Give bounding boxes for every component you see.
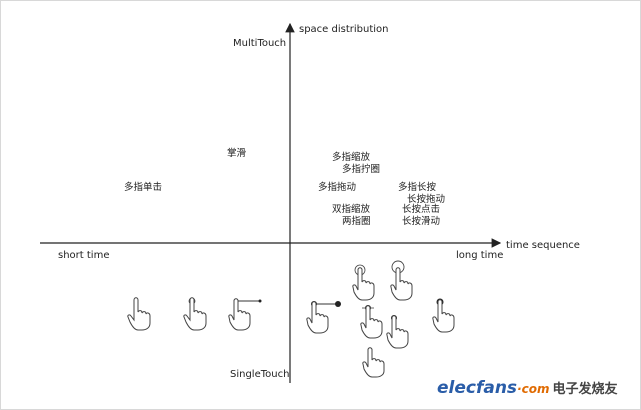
y-axis-top-label: MultiTouch xyxy=(233,38,287,49)
x-axis-left-label: short time xyxy=(58,250,110,261)
y-axis-bottom-label: SingleTouch xyxy=(230,369,290,380)
hand-drag-long-icon xyxy=(306,301,341,334)
gesture-two-finger-zoom: 双指缩放 xyxy=(332,204,371,215)
hand-press-icon xyxy=(352,264,375,301)
x-axis-right-label: long time xyxy=(456,250,504,261)
gesture-multi-finger-rotate: 多指拧圈 xyxy=(342,164,381,175)
gesture-long-press-slide: 长按滑动 xyxy=(402,216,441,227)
hand-slide-icon xyxy=(362,347,385,378)
gesture-two-finger-circle: 两指圈 xyxy=(342,216,371,227)
y-axis-title: space distribution xyxy=(299,24,389,35)
gesture-long-press-tap: 长按点击 xyxy=(402,204,441,215)
gesture-multi-finger-tap: 多指单击 xyxy=(124,182,163,193)
x-axis-title: time sequence xyxy=(506,240,580,251)
hand-rotate-icon xyxy=(390,260,413,301)
hand-drag-short-icon xyxy=(228,298,262,331)
hand-hold-icon xyxy=(432,298,455,333)
hand-long-press-icon xyxy=(360,305,383,339)
watermark-dotcom: ·com xyxy=(517,382,550,396)
hand-long-press-tap-icon xyxy=(386,315,409,349)
watermark-chinese: 电子发烧友 xyxy=(552,382,618,397)
gesture-multi-finger-zoom: 多指缩放 xyxy=(332,152,371,163)
watermark-brand: elecfans xyxy=(437,378,518,398)
gesture-long-press-drag: 长按拖动 xyxy=(407,194,446,205)
gesture-palm-slide: 掌滑 xyxy=(227,148,247,159)
hand-double-tap-icon xyxy=(183,297,207,331)
gesture-multi-finger-drag: 多指拖动 xyxy=(318,182,357,193)
hand-tap-icon xyxy=(127,297,151,331)
gesture-multi-finger-long-press: 多指长按 xyxy=(398,182,437,193)
